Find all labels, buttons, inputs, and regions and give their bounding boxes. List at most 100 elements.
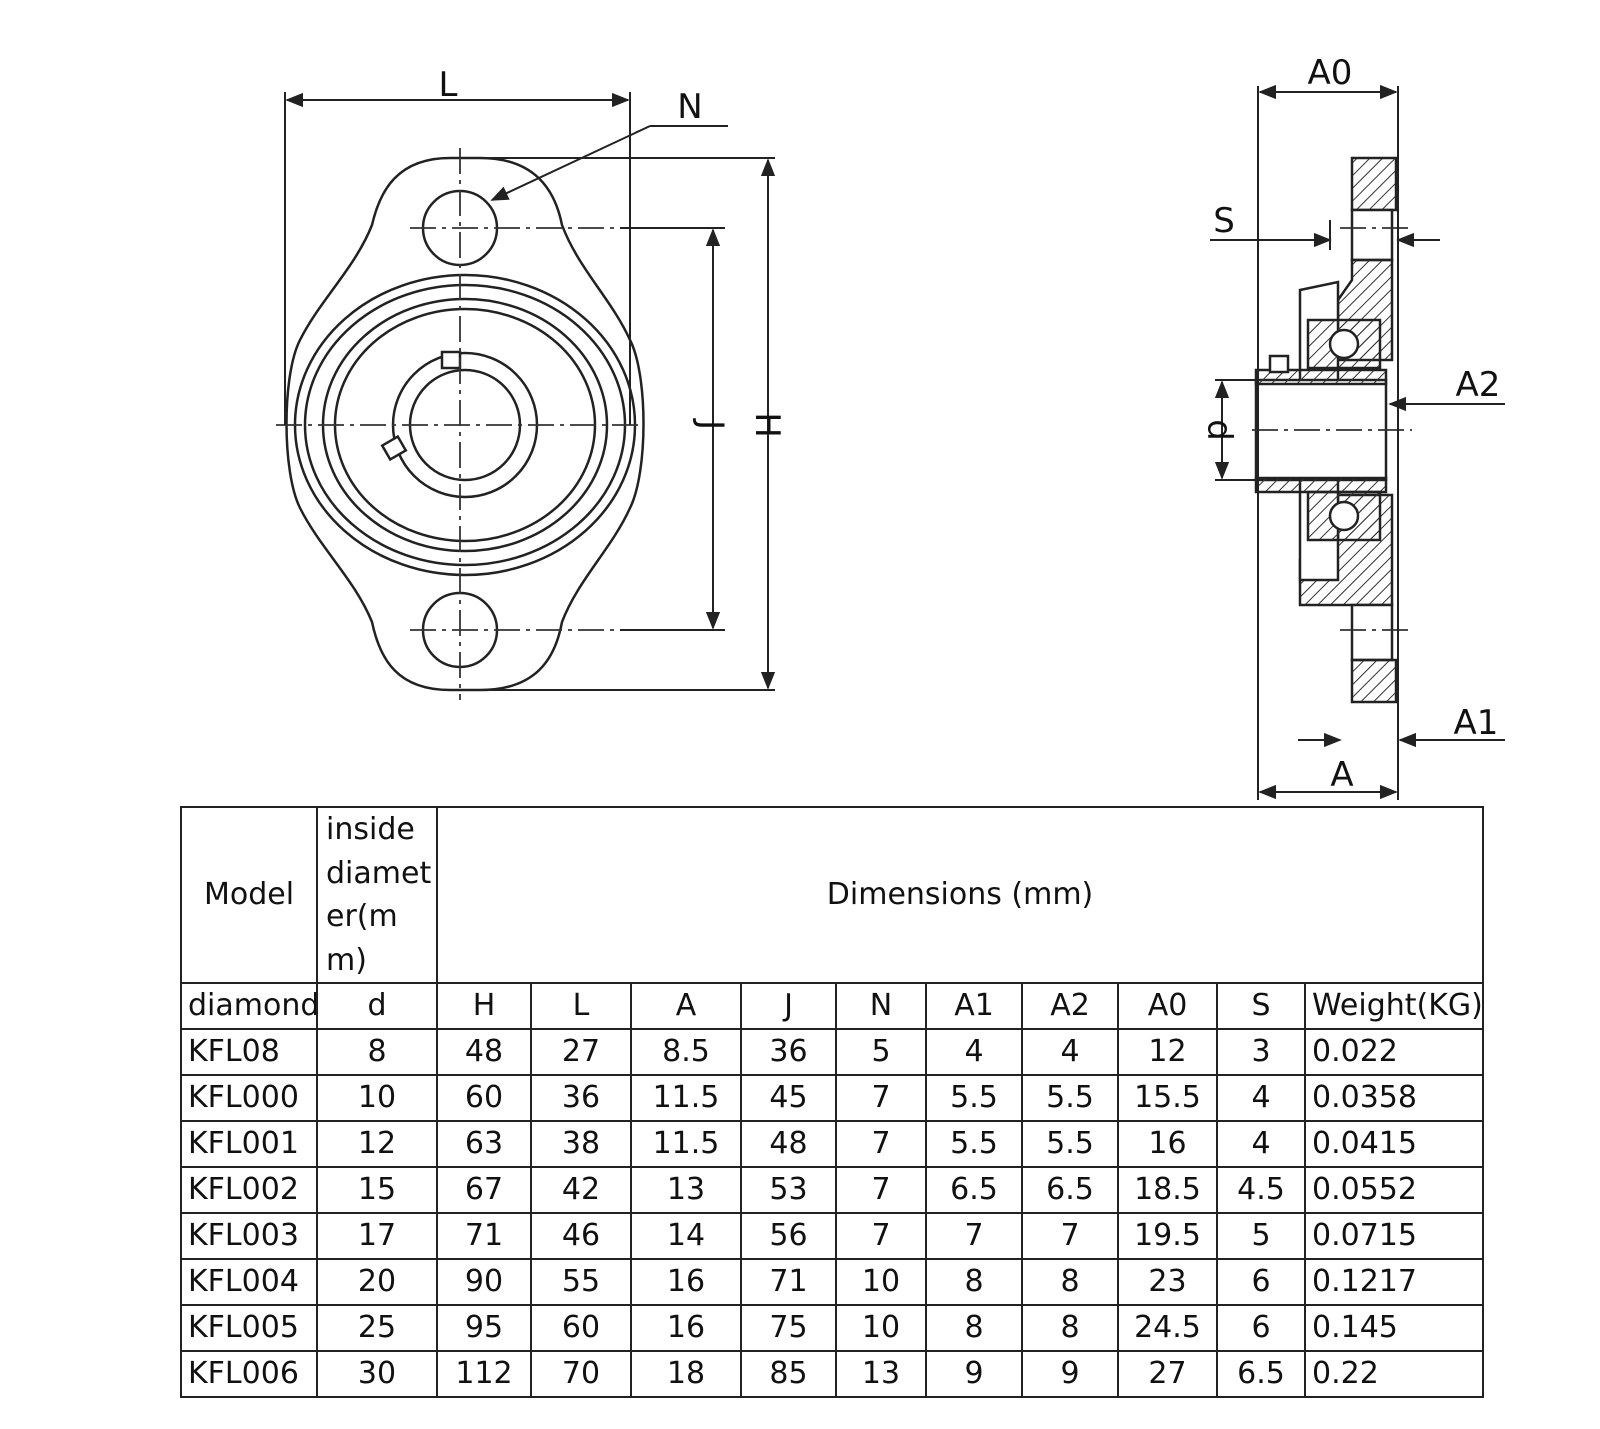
- table-cell: 18: [630, 1350, 742, 1398]
- table-cell: 18.5: [1117, 1166, 1218, 1214]
- front-centerlines: [276, 148, 640, 700]
- table-cell: 48: [436, 1028, 532, 1076]
- table-cell: 63: [436, 1120, 532, 1168]
- table-cell: 4: [1021, 1028, 1119, 1076]
- table-cell: 90: [436, 1258, 532, 1306]
- label-S: S: [1213, 201, 1235, 241]
- table-cell: H: [436, 982, 532, 1030]
- label-A2: A2: [1456, 365, 1501, 405]
- table-cell: 30: [316, 1350, 438, 1398]
- set-screw-side-view: [1268, 354, 1290, 374]
- set-screw-side: [380, 434, 408, 462]
- table-cell: 7: [1021, 1212, 1119, 1260]
- label-d: d: [1199, 419, 1239, 441]
- table-cell: 8: [1021, 1258, 1119, 1306]
- table-cell: 46: [530, 1212, 632, 1260]
- table-cell: 13: [630, 1166, 742, 1214]
- table-cell: 20: [316, 1258, 438, 1306]
- table-cell: 56: [740, 1212, 837, 1260]
- table-cell: KFL002: [180, 1166, 318, 1214]
- table-cell: 4: [1216, 1074, 1306, 1122]
- table-cell: 5.5: [925, 1074, 1023, 1122]
- table-cell: 6: [1216, 1258, 1306, 1306]
- table-cell: J: [740, 982, 837, 1030]
- table-cell: 10: [316, 1074, 438, 1122]
- side-dimensions: [1210, 84, 1505, 800]
- technical-drawings: L N J H: [276, 53, 1505, 800]
- table-cell: KFL001: [180, 1120, 318, 1168]
- table-cell: KFL000: [180, 1074, 318, 1122]
- table-cell: 27: [1117, 1350, 1218, 1398]
- table-cell: 6.5: [1021, 1166, 1119, 1214]
- table-cell: 53: [740, 1166, 837, 1214]
- table-cell: 13: [835, 1350, 927, 1398]
- table-cell: KFL004: [180, 1258, 318, 1306]
- table-cell: 112: [436, 1350, 532, 1398]
- table-cell: 60: [530, 1304, 632, 1352]
- ball-top: [1328, 328, 1360, 360]
- table-cell: 67: [436, 1166, 532, 1214]
- table-cell: 95: [436, 1304, 532, 1352]
- table-cell: 71: [740, 1258, 837, 1306]
- label-N: N: [677, 87, 702, 127]
- table-cell: 55: [530, 1258, 632, 1306]
- table-cell: 4: [925, 1028, 1023, 1076]
- table-cell: 15: [316, 1166, 438, 1214]
- table-cell: 24.5: [1117, 1304, 1218, 1352]
- side-centerlines: [1252, 227, 1412, 631]
- table-cell: 38: [530, 1120, 632, 1168]
- label-A: A: [1330, 755, 1353, 795]
- label-A0: A0: [1308, 53, 1353, 93]
- table-cell: 7: [925, 1212, 1023, 1260]
- table-cell: 25: [316, 1304, 438, 1352]
- table-cell: 11.5: [630, 1120, 742, 1168]
- table-cell: 16: [630, 1304, 742, 1352]
- specification-table: Model inside diamet er(mm) Dimensions (m…: [180, 806, 1485, 1398]
- table-cell: KFL005: [180, 1304, 318, 1352]
- flange-top-inner: [1350, 208, 1394, 262]
- table-cell: 8: [1021, 1304, 1119, 1352]
- table-cell: 12: [1117, 1028, 1218, 1076]
- table-cell: 0.1217: [1303, 1258, 1485, 1306]
- label-A1: A1: [1454, 703, 1499, 743]
- table-cell: 9: [1021, 1350, 1119, 1398]
- header-model: Model: [180, 806, 318, 984]
- flange-top: [1350, 156, 1398, 212]
- table-cell: 75: [740, 1304, 837, 1352]
- table-cell: 5.5: [1021, 1120, 1119, 1168]
- table-cell: 11.5: [630, 1074, 742, 1122]
- table-cell: S: [1216, 982, 1306, 1030]
- table-cell: 0.0415: [1303, 1120, 1485, 1168]
- table-cell: KFL003: [180, 1212, 318, 1260]
- label-L: L: [439, 65, 458, 105]
- table-cell: 8: [925, 1258, 1023, 1306]
- table-cell: 12: [316, 1120, 438, 1168]
- table-cell: 16: [630, 1258, 742, 1306]
- table-cell: 8: [316, 1028, 438, 1076]
- side-view: [1254, 156, 1398, 704]
- table-cell: 10: [835, 1304, 927, 1352]
- sleeve-hatch-bottom: [1254, 476, 1388, 494]
- table-cell: 8.5: [630, 1028, 742, 1076]
- label-H: H: [747, 412, 787, 438]
- table-cell: 23: [1117, 1258, 1218, 1306]
- table-cell: A: [630, 982, 742, 1030]
- table-cell: d: [316, 982, 438, 1030]
- flange-bottom: [1350, 658, 1398, 704]
- table-cell: 17: [316, 1212, 438, 1260]
- table-cell: 5.5: [1021, 1074, 1119, 1122]
- table-cell: 7: [835, 1166, 927, 1214]
- table-cell: 6.5: [1216, 1350, 1306, 1398]
- table-cell: 85: [740, 1350, 837, 1398]
- table-cell: 4: [1216, 1120, 1306, 1168]
- table-cell: 7: [835, 1074, 927, 1122]
- table-cell: diamond: [180, 982, 318, 1030]
- table-cell: 0.145: [1303, 1304, 1485, 1352]
- table-cell: 0.022: [1303, 1028, 1485, 1076]
